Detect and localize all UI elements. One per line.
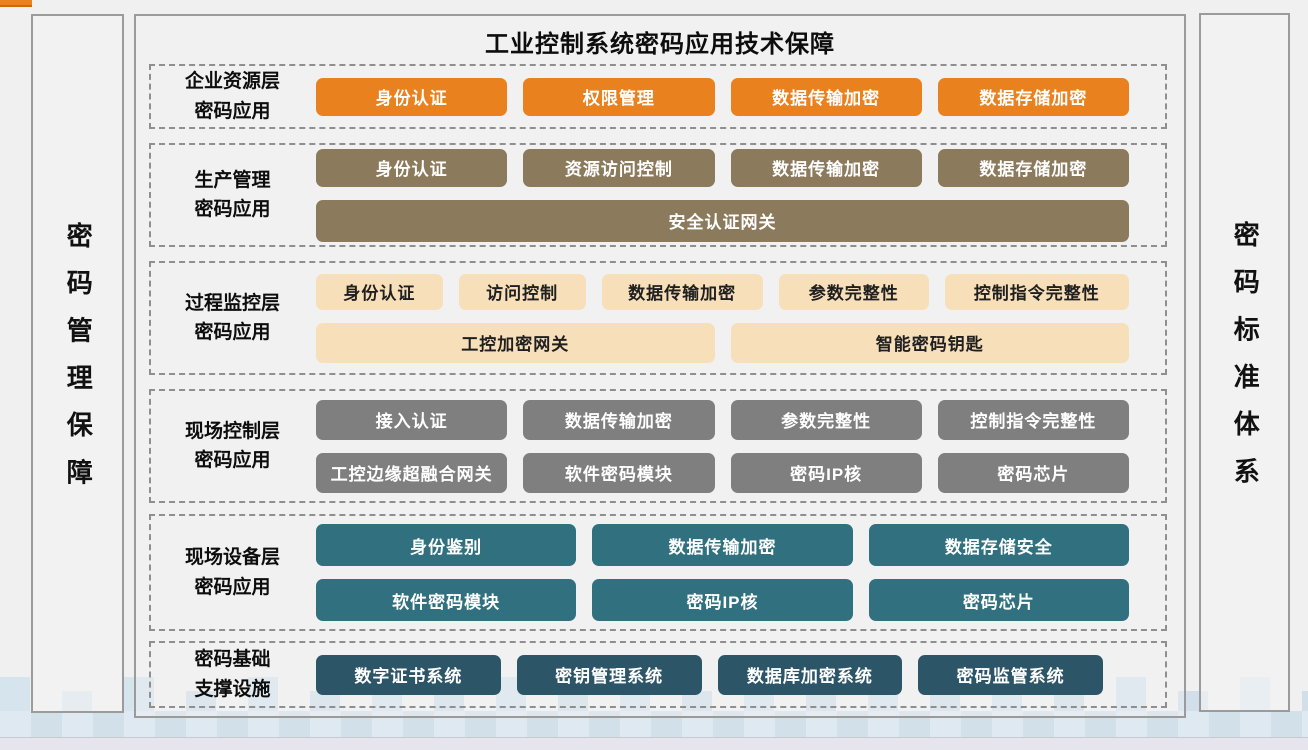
node-transfer-encrypt: 数据传输加密 [523,399,715,440]
node-key-management-system: 密钥管理系统 [516,654,702,695]
layer-label-line1: 过程监控层 [184,292,280,314]
left-pillar-management-guarantee: 密码管理保障 [31,14,124,713]
node-control-command-integrity: 控制指令完整性 [944,273,1129,310]
node-access-control: 访问控制 [458,273,586,310]
layer-label-line2: 密码应用 [194,450,271,471]
layer-enterprise-resource: 企业资源层 密码应用 身份认证 权限管理 数据传输加密 数据存储加密 [149,64,1167,129]
layer-label-line1: 现场控制层 [184,420,280,442]
node-crypto-ip-core: 密码IP核 [730,452,922,493]
layer-buttons: 身份认证 权限管理 数据传输加密 数据存储加密 [314,77,1165,116]
layer-buttons: 接入认证 数据传输加密 参数完整性 控制指令完整性 工控边缘超融合网关 软件密码… [314,399,1165,493]
layer-buttons: 身份认证 资源访问控制 数据传输加密 数据存储加密 安全认证网关 [314,148,1165,242]
right-pillar-standard-system: 密码标准体系 [1199,13,1290,712]
layer-crypto-infrastructure: 密码基础 支撑设施 数字证书系统 密钥管理系统 数据库加密系统 密码监管系统 [149,641,1167,708]
node-permission-mgmt: 权限管理 [523,77,715,116]
layer-label: 现场控制层 密码应用 [151,417,314,476]
battlement-pattern-band [0,711,1308,737]
node-ics-encrypt-gateway: 工控加密网关 [316,322,715,363]
node-smart-crypto-key: 智能密码钥匙 [730,322,1129,363]
layer-label-line1: 企业资源层 [184,71,280,93]
node-identity-auth: 身份认证 [316,273,443,310]
node-transfer-encrypt: 数据传输加密 [730,77,922,116]
layer-production-management: 生产管理 密码应用 身份认证 资源访问控制 数据传输加密 数据存储加密 安全认证… [149,143,1167,247]
bottom-strip [0,737,1308,750]
node-access-auth: 接入认证 [316,399,508,440]
layer-buttons: 身份认证 访问控制 数据传输加密 参数完整性 控制指令完整性 工控加密网关 智能… [314,273,1165,363]
layer-label-line1: 生产管理 [194,169,271,191]
layer-label-line2: 密码应用 [194,100,271,122]
node-database-encryption-system: 数据库加密系统 [717,654,903,695]
node-storage-encrypt: 数据存储加密 [937,77,1129,116]
layer-label: 现场设备层 密码应用 [151,543,314,602]
layer-label-line2: 支撑设施 [194,678,271,700]
layer-buttons: 数字证书系统 密钥管理系统 数据库加密系统 密码监管系统 [314,654,1165,695]
node-crypto-ip-core: 密码IP核 [592,579,853,621]
node-storage-encrypt: 数据存储加密 [937,148,1129,187]
left-pillar-label: 密码管理保障 [63,221,94,506]
node-identity-verification: 身份鉴别 [316,524,577,566]
node-identity-auth: 身份认证 [316,77,508,116]
node-crypto-chip: 密码芯片 [868,579,1129,621]
node-software-crypto-module: 软件密码模块 [316,579,577,621]
layer-label: 企业资源层 密码应用 [151,67,314,126]
layer-label-line2: 密码应用 [194,322,271,343]
right-pillar-label: 密码标准体系 [1230,220,1261,505]
layer-label: 过程监控层 密码应用 [151,289,314,348]
node-security-auth-gateway: 安全认证网关 [316,199,1129,242]
node-transfer-encrypt: 数据传输加密 [592,524,853,566]
node-identity-auth: 身份认证 [316,148,508,187]
node-crypto-chip: 密码芯片 [937,452,1129,493]
node-crypto-supervision-system: 密码监管系统 [918,654,1103,695]
layer-label-line1: 密码基础 [194,649,271,671]
node-control-command-integrity: 控制指令完整性 [937,399,1129,440]
layer-label: 密码基础 支撑设施 [151,645,314,704]
corner-accent [0,0,32,7]
layer-field-device: 现场设备层 密码应用 身份鉴别 数据传输加密 数据存储安全 软件密码模块 密码I… [149,514,1167,631]
node-edge-hyperconverged-gateway: 工控边缘超融合网关 [316,452,508,493]
node-transfer-encrypt: 数据传输加密 [601,273,763,310]
node-software-crypto-module: 软件密码模块 [523,452,715,493]
node-resource-access-control: 资源访问控制 [523,148,715,187]
layer-field-control: 现场控制层 密码应用 接入认证 数据传输加密 参数完整性 控制指令完整性 工控边… [149,389,1167,503]
diagram-title: 工业控制系统密码应用技术保障 [485,31,835,58]
layer-label: 生产管理 密码应用 [151,166,314,225]
node-transfer-encrypt: 数据传输加密 [730,148,922,187]
node-digital-certificate-system: 数字证书系统 [316,654,501,695]
node-parameter-integrity: 参数完整性 [778,273,929,310]
layer-label-line2: 密码应用 [194,199,271,220]
node-storage-security: 数据存储安全 [868,524,1129,566]
layer-process-monitoring: 过程监控层 密码应用 身份认证 访问控制 数据传输加密 参数完整性 控制指令完整… [149,261,1167,375]
node-parameter-integrity: 参数完整性 [730,399,922,440]
layer-label-line2: 密码应用 [194,576,271,598]
layer-buttons: 身份鉴别 数据传输加密 数据存储安全 软件密码模块 密码IP核 密码芯片 [314,524,1165,621]
layer-label-line1: 现场设备层 [184,547,280,569]
